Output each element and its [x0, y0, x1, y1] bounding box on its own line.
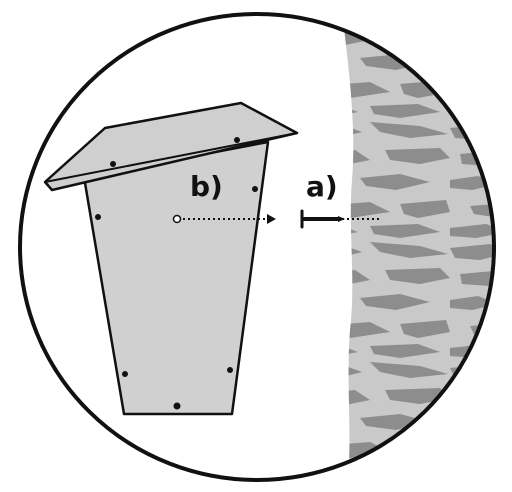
- tree-trunk: [344, 28, 512, 480]
- body-screw: [227, 367, 233, 373]
- mounting-hole: [174, 216, 181, 223]
- step-b-label: b): [190, 170, 223, 203]
- tree-trunk-bark: [344, 28, 512, 480]
- body-screw: [252, 186, 258, 192]
- step-a-label: a): [306, 170, 338, 203]
- body-screw: [95, 214, 101, 220]
- roof-screw-right: [234, 137, 240, 143]
- body-screw: [122, 371, 128, 377]
- roof-screw-left: [110, 161, 116, 167]
- body-screw: [174, 403, 181, 410]
